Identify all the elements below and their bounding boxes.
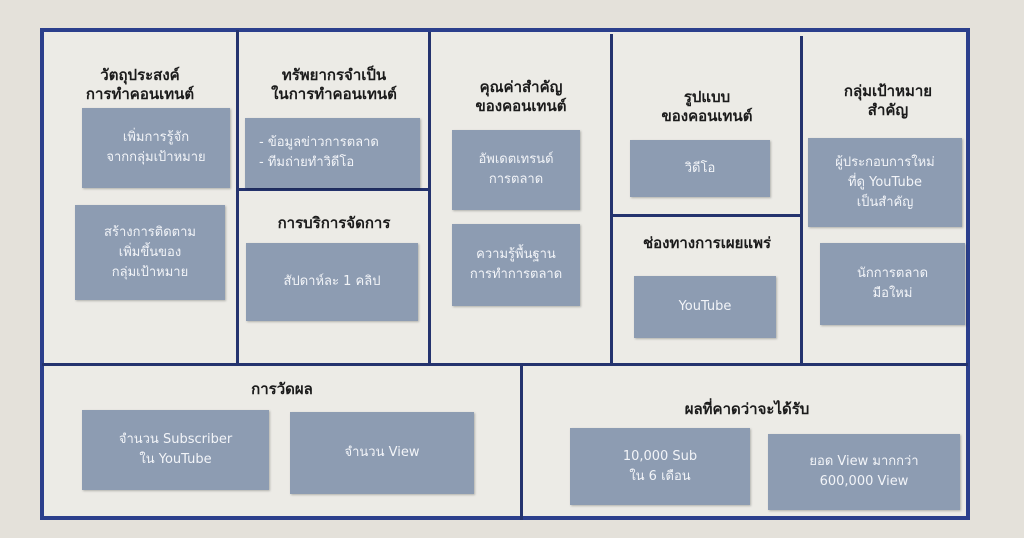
divider bbox=[520, 365, 523, 520]
divider bbox=[236, 30, 239, 365]
divider bbox=[800, 36, 803, 365]
divider bbox=[42, 363, 968, 366]
format-item: วิดีโอ bbox=[630, 140, 770, 197]
resources-item: - ข้อมูลข่าวการตลาด - ทีมถ่ายทำวิดีโอ bbox=[245, 118, 420, 188]
format-title: รูปแบบ ของคอนเทนต์ bbox=[661, 88, 753, 125]
divider bbox=[238, 188, 428, 191]
audience-item: ผู้ประกอบการใหม่ ที่ดู YouTube เป็นสำคัญ bbox=[808, 138, 962, 227]
audience-item: นักการตลาด มือใหม่ bbox=[820, 243, 965, 325]
resources-title: ทรัพยากรจำเป็น ในการทำคอนเทนต์ bbox=[271, 66, 397, 103]
objective-title: วัตถุประสงค์ การทำคอนเทนต์ bbox=[85, 66, 195, 103]
channel-item: YouTube bbox=[634, 276, 776, 338]
value-title: คุณค่าสำคัญ ของคอนเทนต์ bbox=[475, 78, 567, 115]
channel-title: ช่องทางการเผยแพร่ bbox=[642, 234, 772, 252]
expected-item: 10,000 Sub ใน 6 เดือน bbox=[570, 428, 750, 505]
divider bbox=[428, 32, 431, 365]
objective-item: สร้างการติดตาม เพิ่มขึ้นของ กลุ่มเป้าหมา… bbox=[75, 205, 225, 300]
divider bbox=[612, 214, 800, 217]
management-item: สัปดาห์ละ 1 คลิป bbox=[246, 243, 418, 321]
value-item: อัพเดตเทรนด์ การตลาด bbox=[452, 130, 580, 210]
measurement-title: การวัดผล bbox=[251, 380, 313, 398]
divider bbox=[610, 34, 613, 365]
audience-title: กลุ่มเป้าหมาย สำคัญ bbox=[843, 82, 933, 119]
management-title: การบริการจัดการ bbox=[277, 214, 391, 232]
expected-item: ยอด View มากกว่า 600,000 View bbox=[768, 434, 960, 510]
measurement-item: จำนวน Subscriber ใน YouTube bbox=[82, 410, 269, 490]
measurement-item: จำนวน View bbox=[290, 412, 474, 494]
objective-item: เพิ่มการรู้จัก จากกลุ่มเป้าหมาย bbox=[82, 108, 230, 188]
value-item: ความรู้พื้นฐาน การทำการตลาด bbox=[452, 224, 580, 306]
expected-title: ผลที่คาดว่าจะได้รับ bbox=[684, 400, 810, 418]
